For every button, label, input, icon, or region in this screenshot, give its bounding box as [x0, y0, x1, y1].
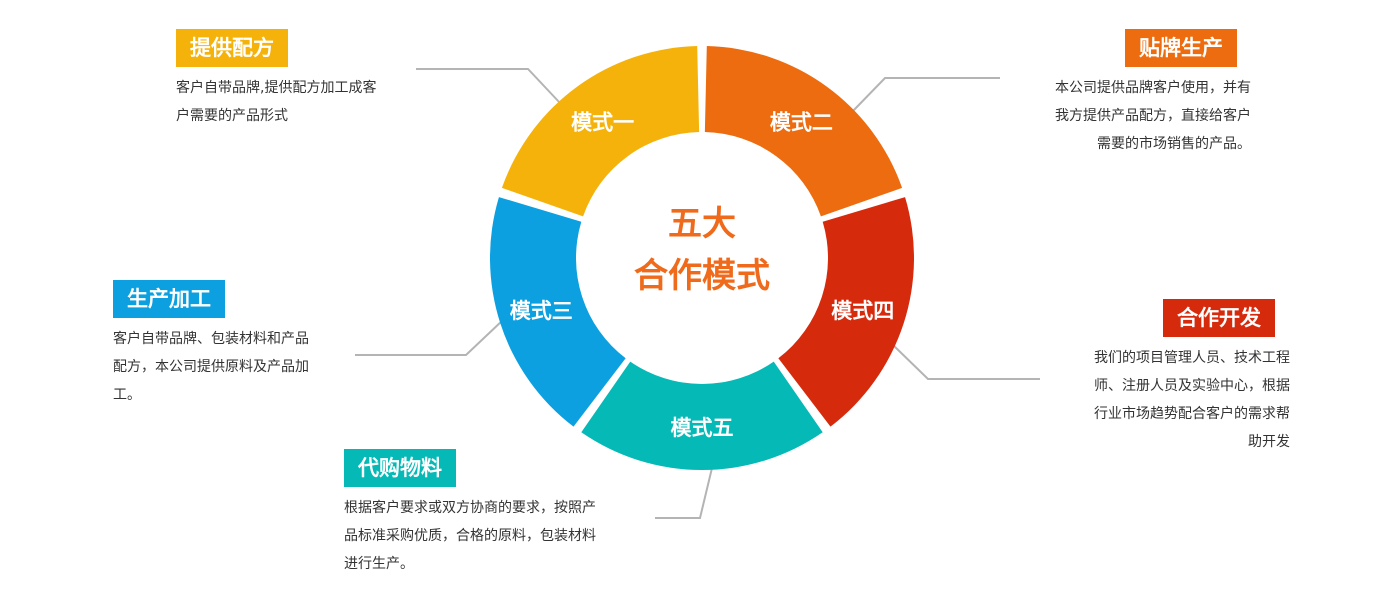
connector-line: [892, 344, 1040, 380]
wheel-segment: [501, 46, 700, 217]
wheel-center-title: 五大 合作模式: [602, 198, 802, 302]
wheel-segment: [489, 197, 626, 427]
mode3-desc-line: 工。: [113, 387, 141, 403]
mode1-title-tag: 提供配方: [176, 29, 288, 67]
mode4-desc-line: 行业市场趋势配合客户的需求帮: [1094, 406, 1290, 422]
connector-line: [655, 467, 713, 519]
mode5-desc-line: 品标准采购优质，合格的原料，包装材料: [344, 528, 596, 544]
connector-line: [851, 77, 1000, 113]
mode3-title-tag: 生产加工: [113, 280, 225, 318]
mode2-description: 本公司提供品牌客户使用，并有 我方提供产品配方，直接给客户 需要的市场销售的产品…: [1055, 74, 1251, 158]
wheel-segment: [581, 361, 823, 470]
wheel-segment-label: 模式四: [831, 299, 894, 323]
mode4-desc-line: 师、注册人员及实验中心，根据: [1094, 378, 1290, 394]
mode4-desc-line: 助开发: [1248, 434, 1290, 450]
mode4-title-tag: 合作开发: [1163, 299, 1275, 337]
connector-line: [355, 319, 504, 356]
wheel-segment: [704, 46, 903, 217]
wheel-segment-label: 模式五: [671, 416, 734, 440]
mode3-description: 客户自带品牌、包装材料和产品 配方，本公司提供原料及产品加 工。: [113, 325, 309, 409]
mode5-desc-line: 进行生产。: [344, 556, 414, 572]
wheel-segment: [778, 197, 914, 427]
mode2-desc-line: 本公司提供品牌客户使用，并有: [1055, 80, 1251, 96]
mode4-desc-line: 我们的项目管理人员、技术工程: [1094, 350, 1290, 366]
wheel-segment-label: 模式二: [770, 110, 833, 134]
mode2-desc-line: 需要的市场销售的产品。: [1097, 136, 1251, 152]
mode3-desc-line: 客户自带品牌、包装材料和产品: [113, 331, 309, 347]
mode3-desc-line: 配方，本公司提供原料及产品加: [113, 359, 309, 375]
mode5-desc-line: 根据客户要求或双方协商的要求，按照产: [344, 500, 596, 516]
mode2-title-tag: 贴牌生产: [1125, 29, 1237, 67]
mode5-title-tag: 代购物料: [344, 449, 456, 487]
connector-line: [416, 68, 561, 104]
mode2-desc-line: 我方提供产品配方，直接给客户: [1055, 108, 1251, 124]
mode5-description: 根据客户要求或双方协商的要求，按照产 品标准采购优质，合格的原料，包装材料 进行…: [344, 494, 596, 578]
mode1-description: 客户自带品牌,提供配方加工成客 户需要的产品形式: [176, 74, 376, 130]
wheel-segment-label: 模式一: [571, 110, 634, 134]
wheel-segments: [489, 46, 914, 470]
mode1-desc-line: 户需要的产品形式: [176, 108, 288, 124]
mode1-desc-line: 客户自带品牌,提供配方加工成客: [176, 80, 377, 96]
mode4-description: 我们的项目管理人员、技术工程 师、注册人员及实验中心，根据 行业市场趋势配合客户…: [1094, 344, 1290, 456]
connector-lines: [355, 68, 1040, 519]
center-title-line2: 合作模式: [634, 256, 770, 296]
wheel-segment-label: 模式三: [510, 299, 573, 323]
center-title-line1: 五大: [668, 204, 736, 244]
